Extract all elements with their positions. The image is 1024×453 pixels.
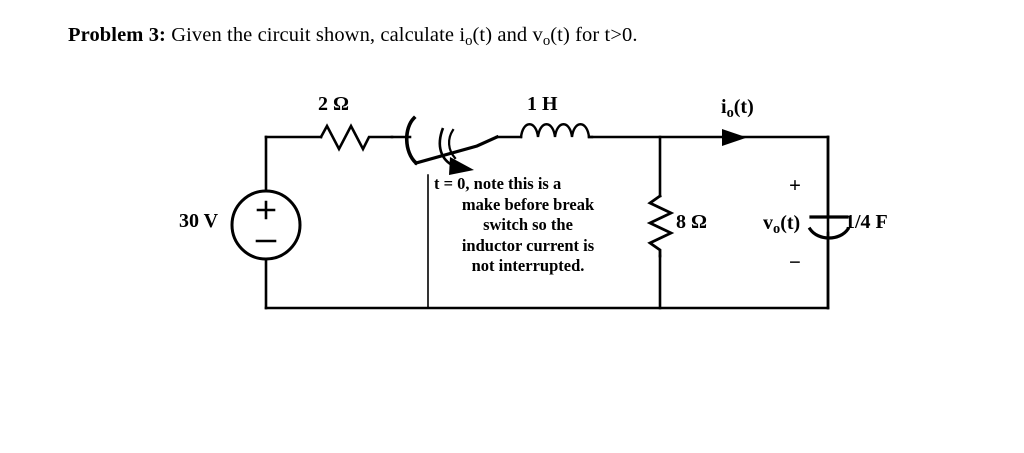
voltage-vo-suffix: (t) xyxy=(780,212,801,234)
inductor-1h-symbol xyxy=(519,123,594,139)
voltage-vo-base: v xyxy=(763,212,773,234)
switch-annotation-line-5: not interrupted. xyxy=(471,256,585,275)
switch-annotation-line-2: make before break xyxy=(461,194,595,214)
voltage-source-symbol xyxy=(230,189,302,261)
source-plus-sign xyxy=(256,200,276,220)
io-subscript-title: o xyxy=(465,33,473,50)
capacitor-plus-sign-label: + xyxy=(789,173,801,197)
voltage-source-label: 30 V xyxy=(179,210,219,232)
current-direction-arrowhead xyxy=(722,129,747,146)
inductor-1h-label: 1 H xyxy=(527,93,558,115)
page-title: Problem 3: Given the circuit shown, calc… xyxy=(68,22,638,54)
resistor-2ohm-symbol xyxy=(319,123,394,152)
resistor-8ohm-label: 8 Ω xyxy=(676,211,708,233)
problem-label: Problem 3: xyxy=(68,24,166,46)
switch-annotation-line-3: switch so the xyxy=(483,215,573,234)
current-io-label: io(t) xyxy=(721,96,754,122)
current-io-suffix: (t) xyxy=(733,96,754,118)
voltage-vo-label: vo(t) xyxy=(763,212,800,238)
capacitor-minus-sign-label: − xyxy=(789,250,801,274)
switch-annotation: t = 0, note this is a make before break … xyxy=(432,174,624,277)
voltage-vo-sub: o xyxy=(773,221,781,238)
switch-fixed-contact-arc xyxy=(404,115,419,166)
problem-text-1: Given the circuit shown, calculate i xyxy=(165,24,466,46)
current-io-base: i xyxy=(721,96,727,118)
resistor-8ohm-symbol xyxy=(646,194,675,258)
capacitor-label: 1/4 F xyxy=(845,211,888,233)
resistor-2ohm-label: 2 Ω xyxy=(318,93,350,115)
problem-text-2: (t) and v xyxy=(472,24,543,46)
switch-annotation-line-1: t = 0, note this is a xyxy=(434,174,562,193)
vo-subscript-title: o xyxy=(542,33,551,50)
switch-annotation-line-4: inductor current is xyxy=(461,235,595,255)
problem-text-3: (t) for t>0. xyxy=(550,24,638,46)
switch-motion-arrowhead xyxy=(449,157,474,175)
switch-second-contact-arc xyxy=(448,128,457,160)
current-io-sub: o xyxy=(726,105,734,122)
switch-blade xyxy=(414,134,500,165)
